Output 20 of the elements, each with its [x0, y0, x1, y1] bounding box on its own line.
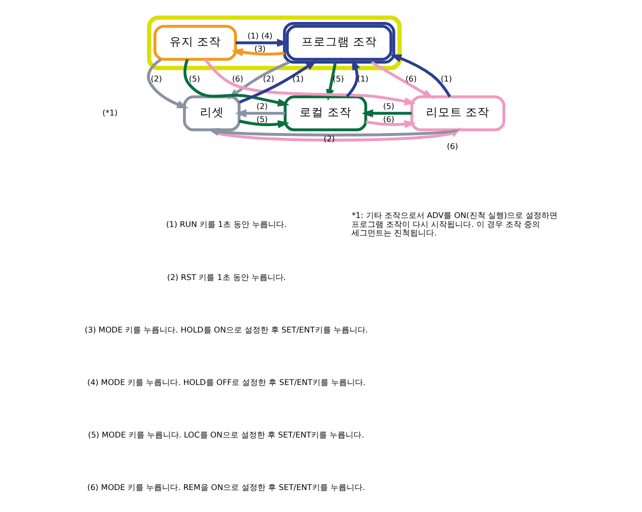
arrow: [235, 38, 288, 46]
arrow: [238, 119, 289, 128]
arrow: [207, 128, 458, 136]
arrow: [238, 59, 317, 104]
arrow: [326, 62, 336, 100]
arrow: [365, 120, 416, 128]
arrow: [230, 48, 284, 56]
arrow: [146, 58, 188, 108]
arrow: [345, 58, 360, 97]
arrow: [389, 54, 451, 97]
arrow: [183, 58, 289, 106]
arrow: [361, 108, 412, 117]
arrow: [370, 60, 434, 98]
node-box: 유지 조작: [153, 24, 236, 60]
node-box: 로컬 조작: [283, 94, 367, 131]
arrow: [234, 108, 285, 117]
arrow: [204, 58, 416, 105]
node-box: 리셋: [182, 94, 240, 131]
node-box: 프로그램 조작: [282, 21, 395, 64]
node-box: 리모트 조작: [410, 94, 505, 131]
